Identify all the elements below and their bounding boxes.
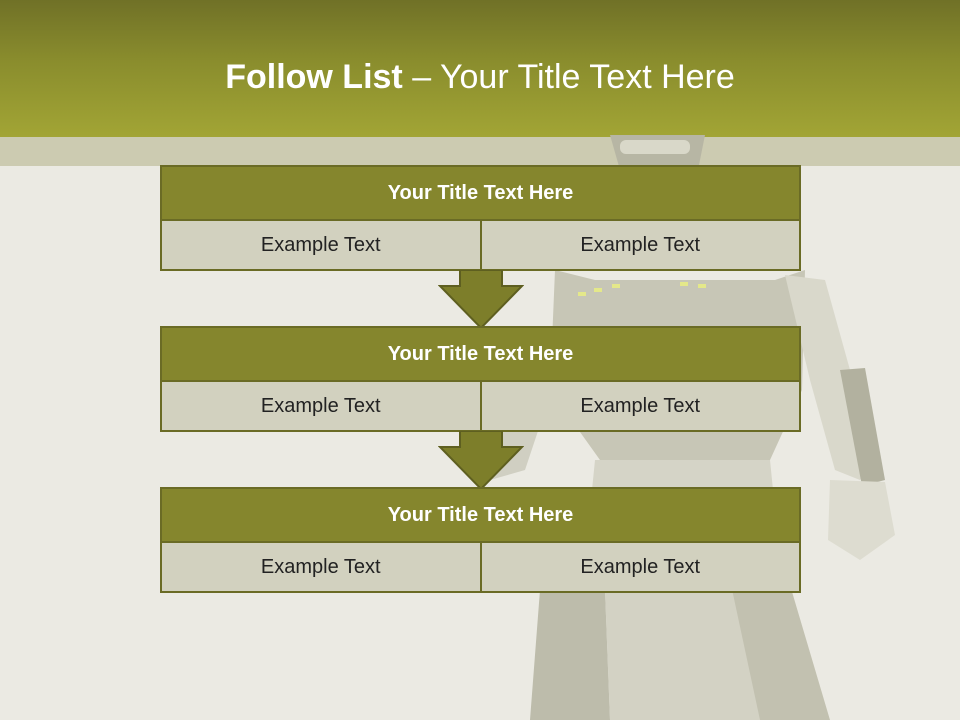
block-cell-right: Example Text (481, 543, 801, 593)
list-block-1: Your Title Text Here Example Text Exampl… (160, 165, 801, 271)
block-title: Your Title Text Here (160, 165, 801, 221)
header-band (0, 0, 960, 137)
down-arrow-icon (438, 431, 524, 491)
title-bold: Follow List (225, 58, 403, 96)
block-cell-left: Example Text (160, 543, 482, 593)
title-rest: – Your Title Text Here (402, 58, 735, 96)
list-block-3: Your Title Text Here Example Text Exampl… (160, 487, 801, 593)
down-arrow-icon (438, 270, 524, 330)
block-title: Your Title Text Here (160, 326, 801, 382)
header-strip (0, 137, 960, 166)
list-block-2: Your Title Text Here Example Text Exampl… (160, 326, 801, 432)
block-cell-right: Example Text (481, 382, 801, 432)
block-cell-left: Example Text (160, 382, 482, 432)
block-cell-left: Example Text (160, 221, 482, 271)
block-row: Example Text Example Text (160, 382, 801, 432)
block-cell-right: Example Text (481, 221, 801, 271)
block-row: Example Text Example Text (160, 543, 801, 593)
block-row: Example Text Example Text (160, 221, 801, 271)
slide-title: Follow List – Your Title Text Here (0, 52, 960, 102)
block-title: Your Title Text Here (160, 487, 801, 543)
